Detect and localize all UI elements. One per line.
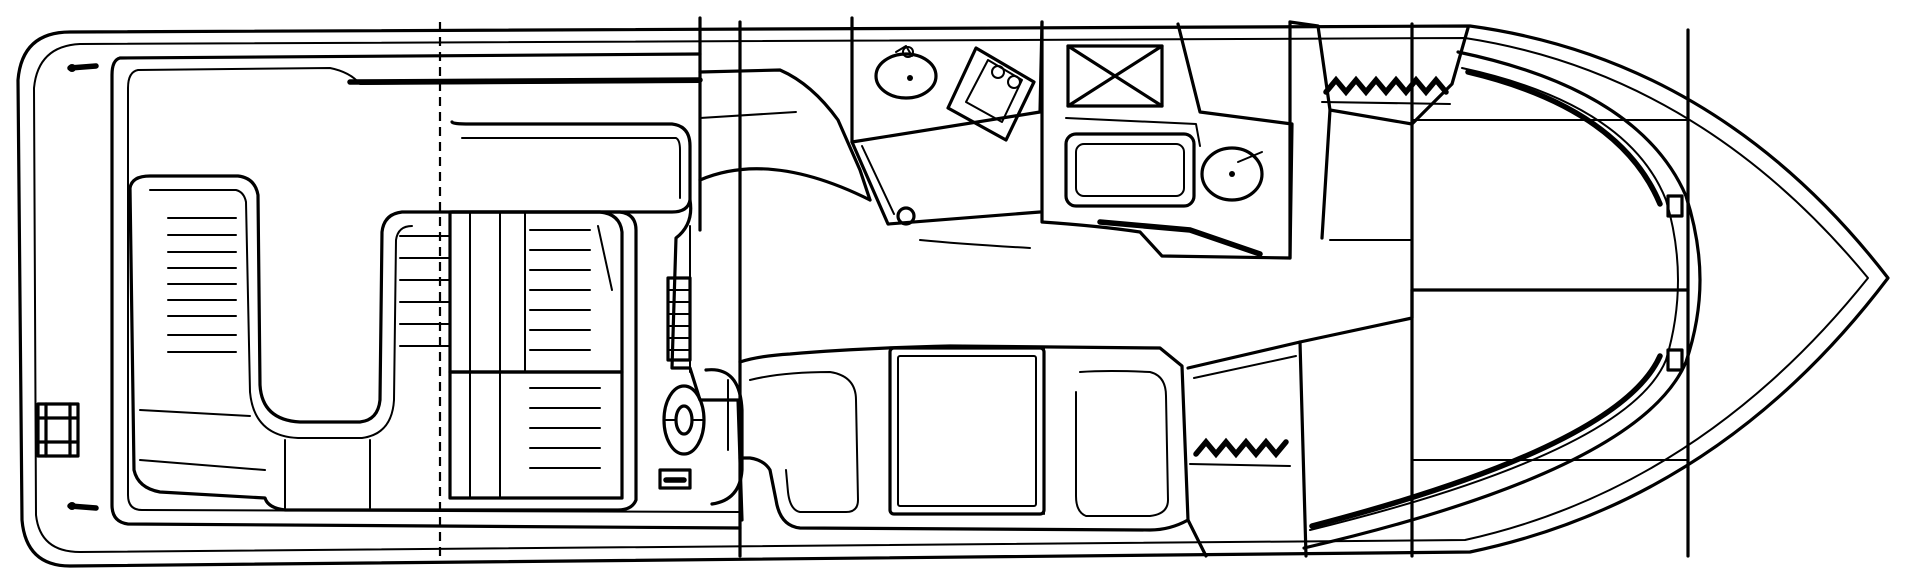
stern-cleat-bottom-icon [67,502,99,511]
throttle-control-icon [658,468,692,490]
step-tread-top-icon [1321,75,1451,105]
helm-bench-seat [399,210,624,374]
toilet-icon [946,46,1036,142]
step-tread-bottom-icon [1189,437,1291,467]
helm-pod [704,368,744,506]
companion-seat [448,370,624,500]
stove-crossed-icon [1066,44,1164,108]
galley-counter [1040,20,1294,260]
cockpit-wetbar [450,120,692,214]
forward-bulkhead-top [1288,20,1470,240]
salon-table [888,346,1046,516]
salon-settee [738,344,1190,532]
galley-sink-icon [1200,146,1264,202]
forward-bulkhead-bottom [1186,288,1414,558]
companionway-steps [698,16,872,232]
v-berth [1302,22,1702,558]
berth-cleat-top-icon [1666,194,1684,218]
hatch-door-icon [896,206,916,226]
cockpit-coaming [110,52,742,530]
stern-cleat-top-icon [67,63,99,72]
cockpit-lounge-seat [128,174,638,512]
cockpit-rail [347,77,703,85]
steering-wheel-icon [662,384,706,456]
head-floor-line [919,239,1031,249]
berth-cleat-bottom-icon [1666,348,1684,372]
cabin-side-lines [738,20,1292,558]
galley-edge-detail [1097,219,1263,257]
head-sink-icon [874,45,938,100]
swim-ladder-icon [36,402,80,458]
helm-switch-panel-icon [666,276,692,362]
galley-cooktop-icon [1064,132,1196,208]
v-berth-cushion-lines [1329,119,1689,461]
